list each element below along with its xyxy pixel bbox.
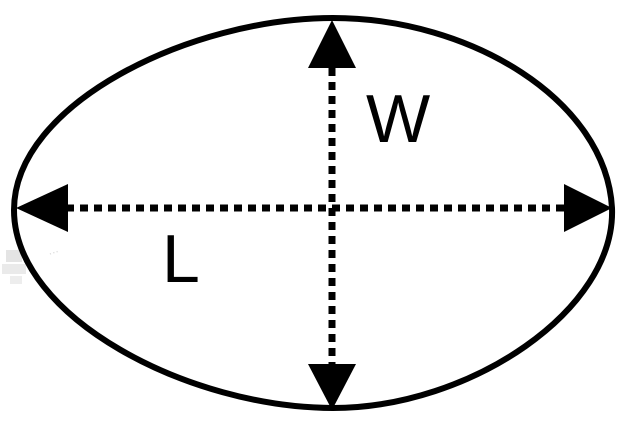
svg-text:···: ··· [47,245,61,261]
width-bottom-arrowhead [308,364,356,410]
length-right-arrowhead [564,184,612,232]
width-top-arrowhead [308,20,356,68]
length-label: L [162,221,200,297]
length-left-arrowhead [16,184,68,232]
watermark: ··· [2,245,61,284]
egg-outline [10,14,616,412]
width-label: W [366,81,430,157]
